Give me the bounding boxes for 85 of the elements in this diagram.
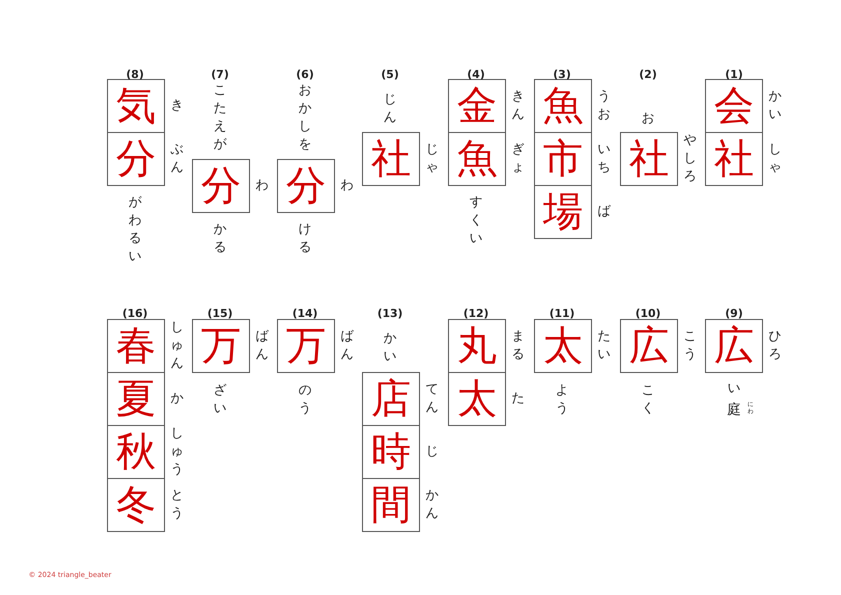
- item-number: (5): [381, 68, 399, 81]
- kanji-character: 分: [286, 166, 326, 206]
- kanji-character: 秋: [116, 432, 156, 472]
- kanji-character: 冬: [116, 485, 156, 525]
- reading-text: こう: [683, 328, 697, 364]
- reading-text: たい: [597, 328, 611, 364]
- reading-text: ざい: [213, 382, 227, 418]
- reading-text: た: [511, 390, 525, 408]
- kanji-character: 魚: [543, 86, 583, 126]
- kanji-character: 気: [116, 86, 156, 126]
- kanji-character: 太: [457, 379, 497, 419]
- item-number: (8): [126, 68, 144, 81]
- reading-text: ば: [597, 203, 611, 221]
- reading-text: じゃ: [425, 141, 439, 177]
- item-number: (2): [639, 68, 657, 81]
- kanji-character: 魚: [457, 139, 497, 179]
- reading-text: てん: [425, 381, 439, 417]
- kanji-character: 広: [629, 326, 669, 366]
- item-number: (7): [211, 68, 229, 81]
- reading-text: き: [170, 97, 184, 115]
- kanji-character: 店: [371, 379, 411, 419]
- kanji-character: 丸: [457, 326, 497, 366]
- kanji-character: 社: [629, 139, 669, 179]
- reading-text: ぎょ: [511, 141, 525, 177]
- kanji-character: 夏: [116, 379, 156, 419]
- reading-text: わ: [340, 177, 354, 195]
- kanji-character: 時: [371, 432, 411, 472]
- reading-text: かん: [425, 487, 439, 523]
- reading-text: い: [727, 380, 741, 398]
- item-number: (3): [553, 68, 571, 81]
- kanji-character: 分: [201, 166, 241, 206]
- reading-text: よう: [555, 382, 569, 418]
- reading-text: こく: [641, 382, 655, 418]
- item-number: (4): [467, 68, 485, 81]
- kanji-character: 社: [371, 139, 411, 179]
- reading-text: こたえが: [213, 82, 227, 154]
- kanji-character: 万: [286, 326, 326, 366]
- reading-text: がわるい: [128, 194, 142, 266]
- reading-text: のう: [298, 382, 312, 418]
- reading-text: わ: [255, 177, 269, 195]
- reading-text: しゃ: [768, 141, 782, 177]
- item-number: (6): [296, 68, 314, 81]
- reading-text: じ: [425, 443, 439, 461]
- reading-text: しゅう: [170, 425, 184, 479]
- reading-text: とう: [170, 487, 184, 523]
- item-number: (10): [635, 307, 661, 320]
- reading-text: きん: [511, 88, 525, 124]
- kanji-character: 太: [543, 326, 583, 366]
- reading-text: ける: [298, 221, 312, 257]
- reading-text: すくい: [469, 194, 483, 248]
- kanji-character: 市: [543, 139, 583, 179]
- reading-text: ばん: [255, 328, 269, 364]
- reading-text: かる: [213, 221, 227, 257]
- reading-text: いち: [597, 141, 611, 177]
- item-number: (1): [725, 68, 743, 81]
- item-number: (9): [725, 307, 743, 320]
- reading-text: 庭: [727, 401, 741, 419]
- reading-text: ひろ: [768, 328, 782, 364]
- reading-text: じん: [383, 91, 397, 127]
- kanji-character: 間: [371, 485, 411, 525]
- reading-text: ぶん: [170, 141, 184, 177]
- item-number: (16): [122, 307, 148, 320]
- reading-text: かい: [383, 330, 397, 366]
- reading-text: お: [641, 110, 655, 128]
- kanji-character: 広: [714, 326, 754, 366]
- kanji-character: 分: [116, 139, 156, 179]
- reading-text: しゅん: [170, 319, 184, 373]
- kanji-character: 社: [714, 139, 754, 179]
- reading-text: おかしを: [298, 82, 312, 154]
- item-number: (13): [377, 307, 403, 320]
- kanji-character: 会: [714, 86, 754, 126]
- item-number: (14): [292, 307, 318, 320]
- reading-text: まる: [511, 328, 525, 364]
- kanji-character: 春: [116, 326, 156, 366]
- reading-text: かい: [768, 88, 782, 124]
- kanji-character: 万: [201, 326, 241, 366]
- item-number: (12): [463, 307, 489, 320]
- kanji-character: 場: [543, 192, 583, 232]
- item-number: (11): [549, 307, 575, 320]
- reading-text: ばん: [340, 328, 354, 364]
- reading-text: うお: [597, 88, 611, 124]
- item-number: (15): [207, 307, 233, 320]
- reading-text: やしろ: [683, 132, 697, 186]
- reading-text: か: [170, 390, 184, 408]
- kanji-character: 金: [457, 86, 497, 126]
